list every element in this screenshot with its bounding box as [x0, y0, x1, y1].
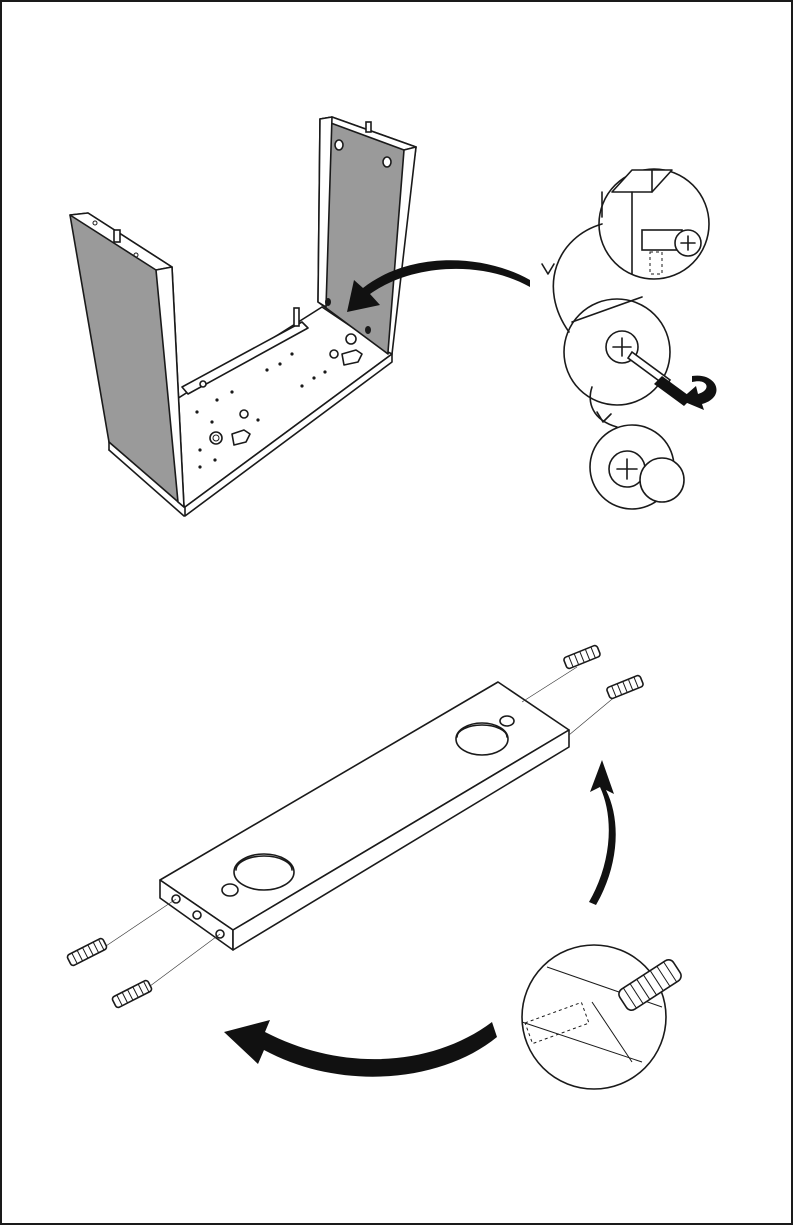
cabinet-frame-illustration — [70, 117, 416, 516]
wooden-dowel-icon — [114, 230, 120, 242]
cam-lock-detail-icon — [542, 169, 716, 509]
curved-arrow-icon — [224, 1020, 497, 1077]
curved-arrow-icon — [589, 760, 616, 905]
shelf-board-illustration — [97, 667, 617, 992]
dowel-detail-icon — [522, 945, 683, 1089]
